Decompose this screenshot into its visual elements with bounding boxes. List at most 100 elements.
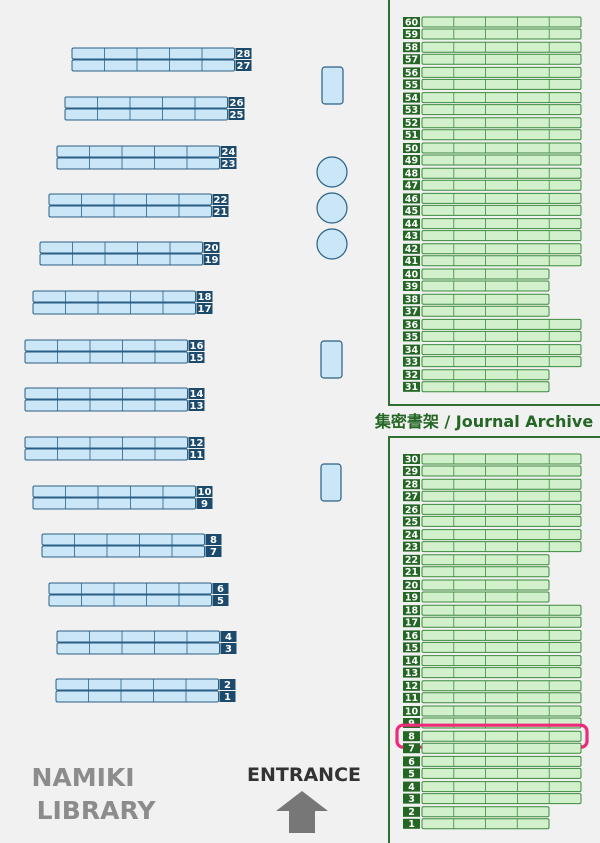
general-shelf-2[interactable]: 2 [55, 678, 236, 691]
archive-shelf-3[interactable]: 3 [403, 793, 582, 805]
general-shelf-17[interactable]: 17 [32, 302, 213, 315]
archive-shelf-12[interactable]: 12 [403, 680, 582, 692]
general-shelf-26[interactable]: 26 [64, 96, 245, 109]
general-shelf-5[interactable]: 5 [48, 594, 229, 607]
archive-shelf-27[interactable]: 27 [403, 490, 582, 503]
general-shelf-10[interactable]: 10 [32, 485, 213, 498]
general-shelf-4[interactable]: 4 [56, 630, 237, 643]
archive-shelf-51[interactable]: 51 [403, 129, 582, 141]
archive-shelf-21[interactable]: 21 [403, 566, 550, 578]
archive-shelf-52[interactable]: 52 [403, 117, 582, 129]
archive-shelf-48[interactable]: 48 [403, 167, 582, 180]
archive-shelf-54[interactable]: 54 [403, 92, 582, 104]
archive-shelf-37[interactable]: 37 [403, 305, 550, 318]
general-shelf-28[interactable]: 28 [71, 47, 252, 60]
shelf-body [32, 485, 196, 498]
archive-shelf-42[interactable]: 42 [403, 243, 582, 255]
archive-shelf-10[interactable]: 10 [403, 705, 582, 717]
archive-shelf-47[interactable]: 47 [403, 179, 582, 192]
archive-shelf-6[interactable]: 6 [403, 755, 582, 768]
archive-shelf-13[interactable]: 13 [403, 667, 582, 679]
archive-shelf-4[interactable]: 4 [403, 781, 582, 793]
archive-shelf-7[interactable]: 7 [403, 742, 582, 755]
archive-shelf-58[interactable]: 58 [403, 41, 582, 54]
archive-shelf-41[interactable]: 41 [403, 255, 582, 267]
archive-shelf-56[interactable]: 56 [403, 66, 582, 79]
general-shelf-1[interactable]: 1 [55, 690, 236, 703]
general-shelf-25[interactable]: 25 [64, 108, 245, 121]
archive-shelf-49[interactable]: 49 [403, 154, 582, 166]
archive-shelf-22[interactable]: 22 [403, 554, 550, 566]
archive-shelf-44[interactable]: 44 [403, 218, 582, 230]
general-shelf-3[interactable]: 3 [56, 642, 237, 655]
archive-shelf-45[interactable]: 45 [403, 204, 582, 217]
general-shelf-14[interactable]: 14 [24, 387, 205, 400]
archive-shelf-43[interactable]: 43 [403, 230, 582, 242]
general-shelf-12[interactable]: 12 [24, 436, 205, 449]
archive-shelf-36[interactable]: 36 [403, 318, 582, 331]
shelf-body [39, 241, 203, 254]
archive-shelf-1[interactable]: 1 [403, 818, 550, 830]
archive-shelf-20[interactable]: 20 [403, 579, 550, 591]
general-shelf-13[interactable]: 13 [24, 399, 205, 412]
general-shelf-24[interactable]: 24 [56, 145, 237, 158]
archive-shelf-14[interactable]: 14 [403, 655, 582, 667]
general-shelf-11[interactable]: 11 [24, 448, 205, 461]
archive-shelf-55[interactable]: 55 [403, 78, 582, 91]
archive-shelf-31[interactable]: 31 [403, 381, 550, 393]
general-shelf-21[interactable]: 21 [48, 205, 229, 218]
general-shelf-6[interactable]: 6 [48, 582, 229, 595]
archive-shelf-29[interactable]: 29 [403, 465, 582, 477]
archive-number-label: 4 [408, 782, 415, 793]
general-shelf-7[interactable]: 7 [41, 545, 222, 558]
shelf-number-label: 12 [190, 438, 204, 449]
archive-shelf-59[interactable]: 59 [403, 28, 582, 40]
archive-shelf-39[interactable]: 39 [403, 280, 550, 292]
shelf-number-badge [188, 352, 205, 363]
general-shelf-27[interactable]: 27 [71, 59, 252, 72]
archive-shelf-body [421, 503, 582, 515]
general-shelf-9[interactable]: 9 [32, 497, 213, 510]
archive-shelf-30[interactable]: 30 [403, 453, 582, 465]
general-shelf-23[interactable]: 23 [56, 157, 237, 170]
archive-shelf-60[interactable]: 60 [403, 16, 582, 28]
archive-shelf-40[interactable]: 40 [403, 268, 550, 280]
archive-shelf-24[interactable]: 24 [403, 529, 582, 541]
archive-number-badge [403, 529, 420, 540]
archive-shelf-35[interactable]: 35 [403, 330, 582, 343]
archive-number-label: 37 [405, 307, 418, 318]
archive-shelf-18[interactable]: 18 [403, 604, 582, 617]
archive-shelf-28[interactable]: 28 [403, 478, 582, 491]
archive-shelf-38[interactable]: 38 [403, 293, 550, 306]
archive-shelf-5[interactable]: 5 [403, 767, 582, 780]
archive-shelf-46[interactable]: 46 [403, 192, 582, 205]
archive-shelf-16[interactable]: 16 [403, 629, 582, 642]
general-shelf-20[interactable]: 20 [39, 241, 220, 254]
archive-shelf-23[interactable]: 23 [403, 541, 582, 553]
archive-shelf-2[interactable]: 2 [403, 806, 550, 818]
archive-number-label: 34 [405, 345, 419, 356]
general-shelf-8[interactable]: 8 [41, 533, 222, 546]
archive-shelf-25[interactable]: 25 [403, 515, 582, 528]
archive-number-label: 7 [408, 744, 415, 755]
archive-number-badge [403, 642, 420, 653]
archive-shelf-17[interactable]: 17 [403, 616, 582, 629]
archive-shelf-15[interactable]: 15 [403, 641, 582, 654]
archive-shelf-53[interactable]: 53 [403, 104, 582, 116]
general-shelf-18[interactable]: 18 [32, 290, 213, 303]
archive-shelf-34[interactable]: 34 [403, 344, 582, 356]
general-shelf-22[interactable]: 22 [48, 193, 229, 206]
general-shelf-15[interactable]: 15 [24, 351, 205, 364]
general-shelf-19[interactable]: 19 [39, 253, 220, 266]
archive-shelf-50[interactable]: 50 [403, 142, 582, 154]
general-shelf-16[interactable]: 16 [24, 339, 205, 352]
archive-shelf-26[interactable]: 26 [403, 503, 582, 516]
archive-shelf-11[interactable]: 11 [403, 692, 582, 704]
archive-number-label: 38 [405, 295, 419, 306]
archive-shelf-57[interactable]: 57 [403, 53, 582, 66]
archive-shelf-19[interactable]: 19 [403, 591, 550, 603]
archive-number-badge [403, 630, 420, 641]
archive-shelf-33[interactable]: 33 [403, 356, 582, 368]
archive-shelf-32[interactable]: 32 [403, 369, 550, 381]
archive-number-badge [403, 168, 420, 179]
